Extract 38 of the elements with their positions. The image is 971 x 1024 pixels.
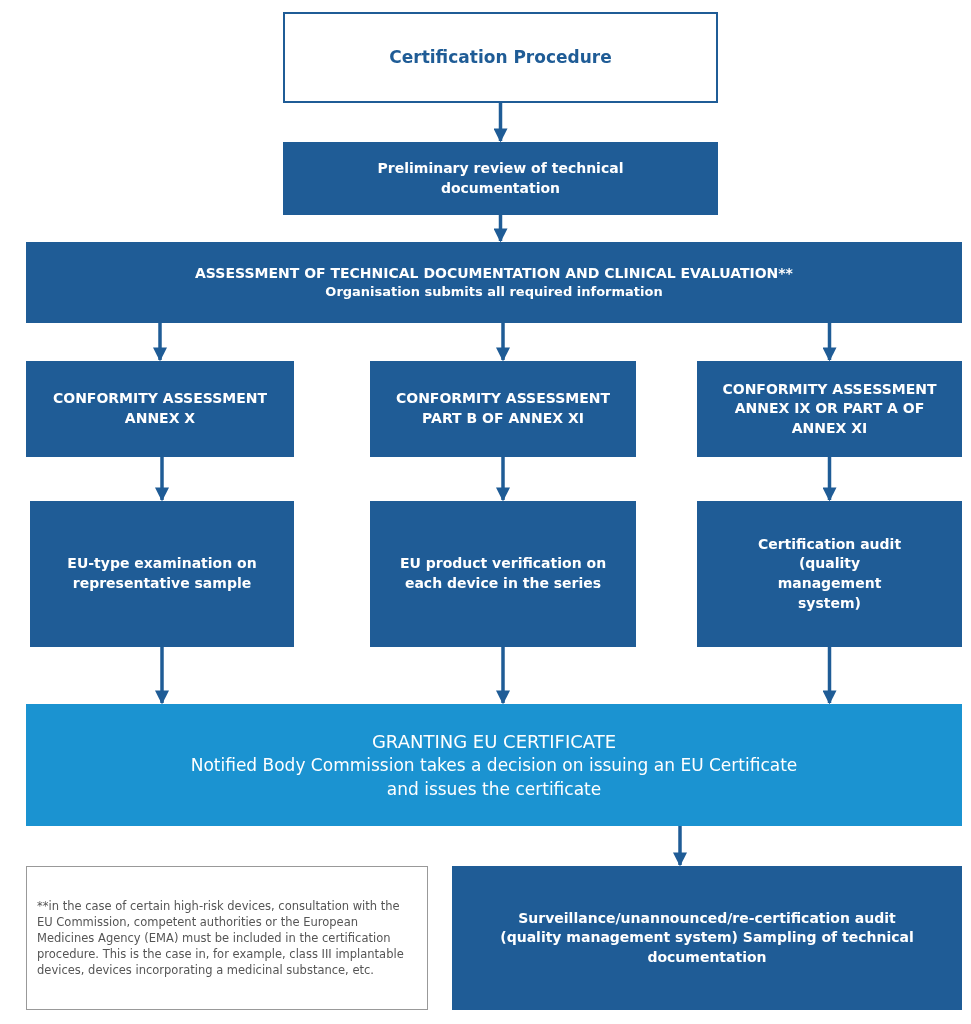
box-text: Certification Procedure [389,45,612,69]
box-heading: ASSESSMENT OF TECHNICAL DOCUMENTATION AND CLINICAL EVALUATION** [195,263,793,283]
arrow [153,323,167,362]
box-text: EU product verification on each device in the series [398,554,608,593]
box-text: Surveillance/unannounced/re-certification audit (quality management system) Sampling of technical documentation [499,908,915,967]
box-text: Preliminary review of technical documentation [376,158,625,198]
arrow [496,323,510,362]
process-box [26,704,962,826]
footnote-box [26,866,428,1010]
process-box [26,361,294,457]
arrow [155,647,169,705]
arrow [496,647,510,705]
process-box [283,142,718,215]
process-box [30,501,294,647]
process-box [370,361,636,457]
box-text: EU-type examination on representative sample [66,554,258,593]
box-text: Organisation submits all required information [325,283,663,302]
arrow [155,457,169,502]
box-text: CONFORMITY ASSESSMENT ANNEX IX OR PART A OF ANNEX XI [721,379,938,438]
box-text: Notified Body Commission takes a decision on issuing an EU Certificate and issues the certificate [189,753,799,801]
process-box [697,501,962,647]
process-box [452,866,962,1010]
box-text: Certification audit (quality management system) [756,534,903,613]
box-text: CONFORMITY ASSESSMENT PART B OF ANNEX XI [394,389,612,428]
arrow [493,103,508,143]
process-box [697,361,962,457]
box-text: CONFORMITY ASSESSMENT ANNEX X [51,389,269,428]
arrow [493,215,508,243]
arrow [822,647,837,705]
process-box [26,242,962,323]
box-heading: GRANTING EU CERTIFICATE [371,729,617,754]
title-box [283,12,718,103]
box-text: **in the case of certain high-risk devices, consultation with the EU Commission, competent authorities or the European Medicines Agency (EMA) must be included in the certification procedure. This is the case in, for example, class III implantable devices, devices incorporating a medicinal substance, etc. [37,897,405,979]
arrow [822,457,837,502]
arrow [673,826,687,867]
arrow [496,457,510,502]
arrow [822,323,837,362]
process-box [370,501,636,647]
